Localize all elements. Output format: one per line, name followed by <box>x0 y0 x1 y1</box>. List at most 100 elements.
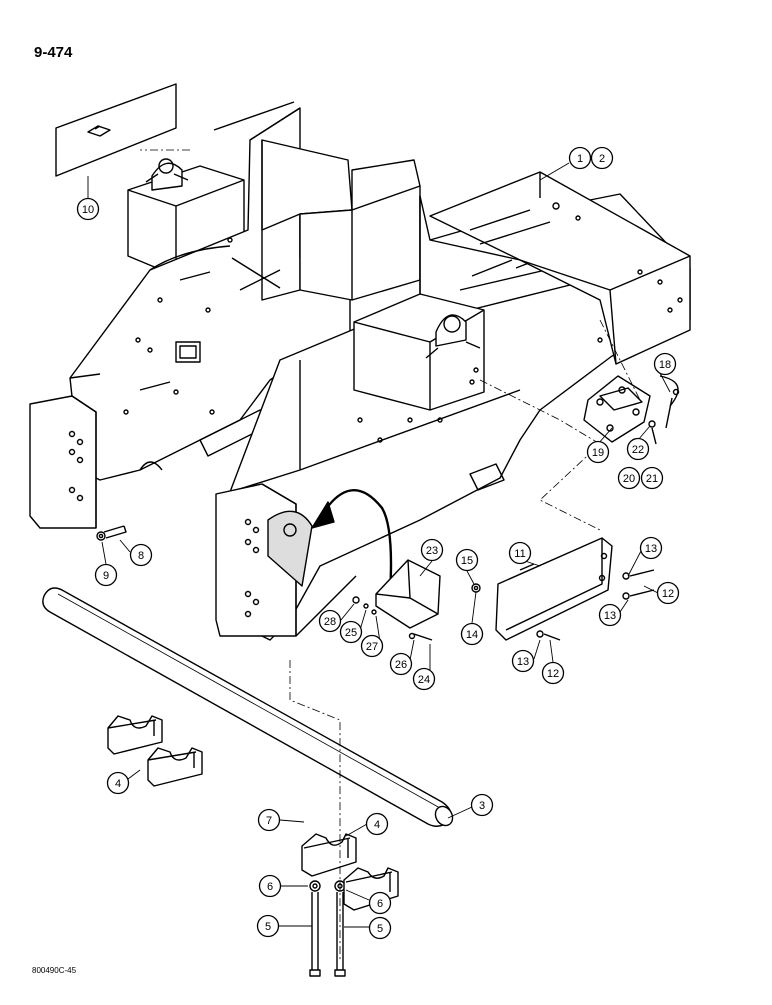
callout-label: 24 <box>418 674 430 686</box>
callout-label: 3 <box>479 800 485 812</box>
callout-label: 9 <box>103 570 109 582</box>
callout-24: 24 <box>412 667 436 691</box>
callout-label: 5 <box>377 923 383 935</box>
callout-19: 19 <box>586 440 610 464</box>
callout-13: 13 <box>511 649 535 673</box>
callout-22: 22 <box>626 437 650 461</box>
callout-circle <box>653 352 677 376</box>
front-end-plate <box>215 483 357 637</box>
callout-6: 6 <box>368 891 392 915</box>
callout-label: 22 <box>632 444 644 456</box>
callout-label: 19 <box>592 447 604 459</box>
callout-circle <box>256 914 280 938</box>
callout-circle <box>639 536 663 560</box>
callout-circle <box>258 874 282 898</box>
callout-12: 12 <box>541 661 565 685</box>
callout-6: 6 <box>258 874 282 898</box>
callout-label: 12 <box>662 588 674 600</box>
callout-label: 20 <box>623 473 635 485</box>
callout-circle <box>368 916 392 940</box>
callout-circle <box>318 609 342 633</box>
callout-4: 4 <box>365 812 389 836</box>
callout-8: 8 <box>129 543 153 567</box>
callout-circle <box>106 771 130 795</box>
callout-7: 7 <box>257 808 281 832</box>
callout-label: 28 <box>324 616 336 628</box>
callout-label: 6 <box>377 898 383 910</box>
callout-11: 11 <box>508 541 532 565</box>
axle-shaft-3 <box>42 587 454 827</box>
callout-label: 14 <box>466 629 478 641</box>
callout-label: 5 <box>265 921 271 933</box>
callout-circle <box>420 538 444 562</box>
callout-label: 23 <box>426 545 438 557</box>
drawing-code: 800490C-45 <box>32 966 77 975</box>
callout-circle <box>511 649 535 673</box>
page-number: 9-474 <box>34 44 73 61</box>
callout-circle <box>368 891 392 915</box>
callout-4: 4 <box>106 771 130 795</box>
rotation-arrow <box>311 489 393 595</box>
callout-circle <box>412 667 436 691</box>
callout-circle <box>626 437 650 461</box>
callout-label: 26 <box>395 659 407 671</box>
callout-label: 2 <box>599 153 605 165</box>
callout-18: 18 <box>653 352 677 376</box>
callout-circle <box>389 652 413 676</box>
callout-5: 5 <box>256 914 280 938</box>
callout-circle <box>339 620 363 644</box>
callout-label: 6 <box>267 881 273 893</box>
callout-2: 2 <box>590 146 614 170</box>
callout-circle <box>76 197 100 221</box>
callout-circle <box>365 812 389 836</box>
callout-circle <box>508 541 532 565</box>
callout-26: 26 <box>389 652 413 676</box>
callout-circle <box>586 440 610 464</box>
callout-circle <box>360 634 384 658</box>
callout-label: 7 <box>266 815 272 827</box>
callout-circle <box>129 543 153 567</box>
callout-label: 12 <box>547 668 559 680</box>
callout-circle <box>460 622 484 646</box>
plate-11 <box>495 537 613 641</box>
rear-frame-1-2 <box>429 171 691 365</box>
callout-label: 27 <box>366 641 378 653</box>
callout-circle <box>568 146 592 170</box>
callout-23: 23 <box>420 538 444 562</box>
callout-label: 13 <box>604 610 616 622</box>
callout-label: 13 <box>645 543 657 555</box>
top-plate-10 <box>55 83 177 177</box>
callout-15: 15 <box>455 548 479 572</box>
center-lines <box>140 149 641 960</box>
callout-circle <box>455 548 479 572</box>
clamp-halves-4 <box>107 715 399 911</box>
bracket-19 <box>583 375 651 443</box>
callout-3: 3 <box>470 793 494 817</box>
callout-label: 1 <box>577 153 583 165</box>
callout-14: 14 <box>460 622 484 646</box>
callout-label: 25 <box>345 627 357 639</box>
callout-25: 25 <box>339 620 363 644</box>
callout-13: 13 <box>598 603 622 627</box>
front-support-block <box>353 293 485 411</box>
callout-circle <box>541 661 565 685</box>
callout-21: 21 <box>640 466 664 490</box>
left-front-plate <box>29 395 97 529</box>
callout-label: 15 <box>461 555 473 567</box>
callout-1: 1 <box>568 146 592 170</box>
callout-27: 27 <box>360 634 384 658</box>
callout-5: 5 <box>368 916 392 940</box>
callout-circle <box>470 793 494 817</box>
callout-circle <box>598 603 622 627</box>
callout-label: 4 <box>374 819 380 831</box>
callout-label: 4 <box>115 778 121 790</box>
callout-circle <box>257 808 281 832</box>
center-upright <box>231 139 421 301</box>
callout-label: 21 <box>646 473 658 485</box>
callout-9: 9 <box>94 563 118 587</box>
callout-10: 10 <box>76 197 100 221</box>
callout-13: 13 <box>639 536 663 560</box>
